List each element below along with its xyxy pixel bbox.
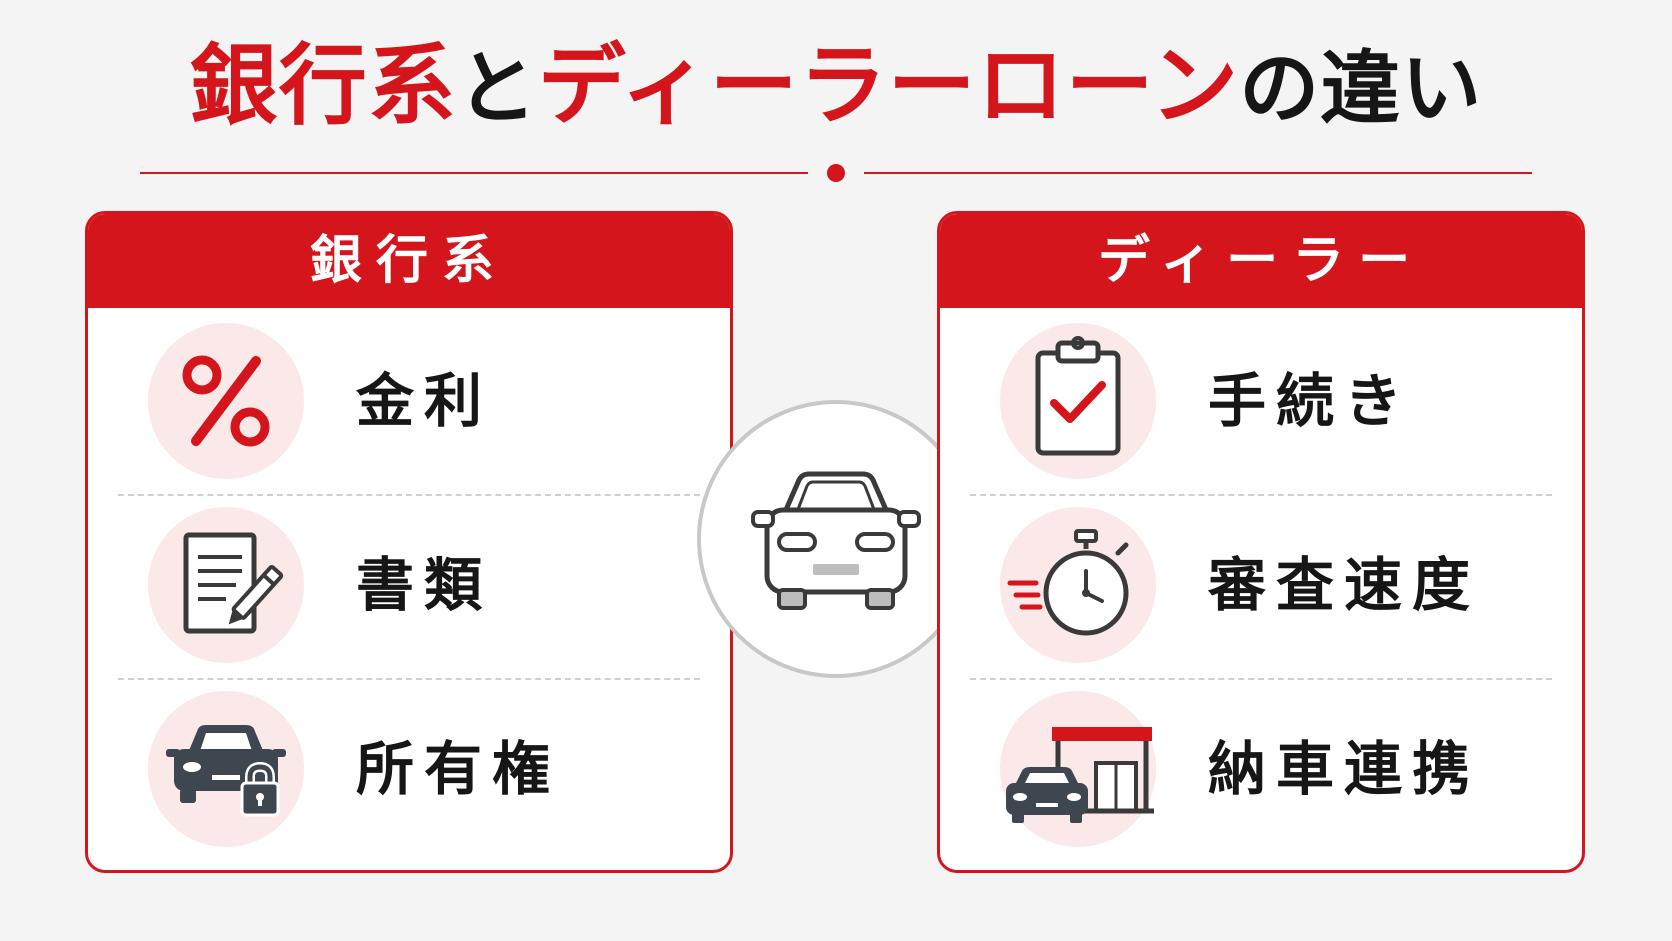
document-pen-icon <box>183 532 284 634</box>
car-dealership-icon <box>1006 727 1154 823</box>
title-and: と <box>456 42 538 135</box>
car-lock-icon <box>166 725 286 817</box>
dealer-item-screening-speed: 審査速度 <box>940 492 1582 676</box>
dealer-panel: ディーラー 手続き <box>937 211 1585 873</box>
row-divider <box>970 494 1552 496</box>
bank-panel: 銀行系 金利 <box>85 211 733 873</box>
bank-item-label: 書類 <box>356 551 493 619</box>
title-divider-right <box>864 172 1532 174</box>
stopwatch-icon <box>1007 529 1129 636</box>
dealer-item-label: 審査速度 <box>1208 551 1481 619</box>
bank-item-interest: 金利 <box>88 308 730 492</box>
dealer-item-delivery: 納車連携 <box>940 676 1582 860</box>
center-car-badge <box>697 400 975 678</box>
car-front-icon <box>751 471 921 610</box>
dealer-item-label: 手続き <box>1208 367 1413 435</box>
percent-icon <box>182 355 270 447</box>
row-divider <box>970 678 1552 680</box>
bank-item-label: 金利 <box>356 367 493 435</box>
dealer-item-procedure: 手続き <box>940 308 1582 492</box>
row-divider <box>118 494 700 496</box>
page-title: 銀行系とディーラーローンの違い <box>0 42 1672 130</box>
title-bank: 銀行系 <box>189 34 457 137</box>
row-divider <box>118 678 700 680</box>
dealer-item-label: 納車連携 <box>1208 735 1481 803</box>
title-divider-left <box>140 172 808 174</box>
title-difference: の違い <box>1239 42 1483 135</box>
clipboard-check-icon <box>1035 336 1121 456</box>
bank-item-ownership: 所有権 <box>88 676 730 860</box>
title-divider-dot <box>827 164 845 182</box>
bank-item-documents: 書類 <box>88 492 730 676</box>
title-dealer-loan: ディーラーローン <box>537 34 1240 137</box>
bank-panel-header: 銀行系 <box>88 214 730 308</box>
dealer-panel-header: ディーラー <box>940 214 1582 308</box>
bank-item-label: 所有権 <box>356 735 561 803</box>
